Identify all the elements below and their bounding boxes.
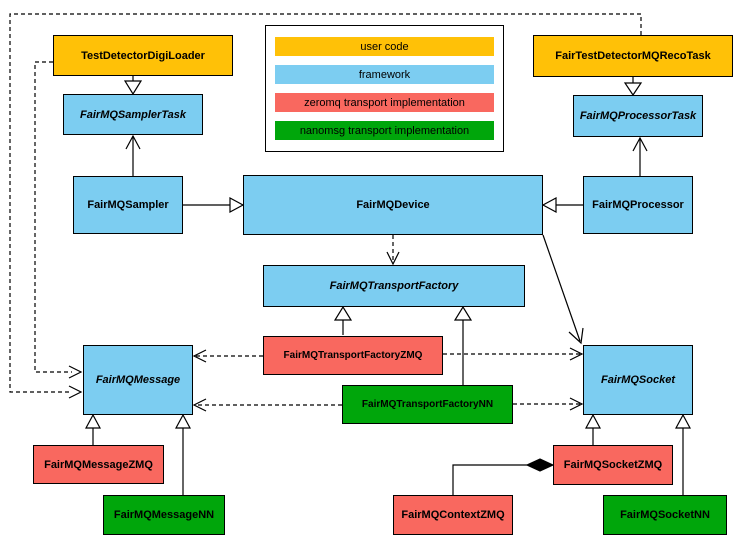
- composition-contextzmq-socketzmq: [453, 459, 553, 495]
- inheritance-tfzmq-transportfactory: [335, 307, 351, 335]
- legend-item-framework: framework: [275, 65, 494, 84]
- inheritance-messagenn-message: [176, 415, 190, 495]
- association-processor-processortask: [633, 138, 647, 176]
- dependency-tfnn-message: [194, 399, 342, 411]
- legend-item-user-code: user code: [275, 37, 494, 56]
- inheritance-digiloader-samplertask: [125, 76, 141, 94]
- class-fairmqprocessortask: FairMQProcessorTask: [573, 95, 703, 137]
- dependency-tfzmq-message: [194, 350, 263, 362]
- dependency-tfzmq-socket: [443, 348, 582, 360]
- inheritance-sampler-device: [183, 198, 243, 212]
- class-fairmqprocessor: FairMQProcessor: [583, 176, 693, 234]
- dependency-device-transportfactory: [387, 235, 399, 264]
- class-fairtestdetectormqrecotask: FairTestDetectorMQRecoTask: [533, 35, 733, 77]
- class-fairmqtransportfactory: FairMQTransportFactory: [263, 265, 525, 307]
- class-fairmqtransportfactoryzmq: FairMQTransportFactoryZMQ: [263, 336, 443, 375]
- inheritance-socketnn-socket: [676, 415, 690, 495]
- class-fairmqmessagenn: FairMQMessageNN: [103, 495, 225, 535]
- class-fairmqcontextzmq: FairMQContextZMQ: [393, 495, 513, 535]
- legend-box: user code framework zeromq transport imp…: [265, 25, 504, 152]
- inheritance-tfnn-transportfactory: [455, 307, 471, 385]
- legend-item-zeromq: zeromq transport implementation: [275, 93, 494, 112]
- class-fairmqmessage: FairMQMessage: [83, 345, 193, 415]
- inheritance-messagezmq-message: [86, 415, 100, 445]
- inheritance-processor-device: [543, 198, 583, 212]
- inheritance-recotask-processortask: [625, 77, 641, 95]
- class-fairmqtransportfactorynn: FairMQTransportFactoryNN: [342, 385, 513, 424]
- dependency-tfnn-socket: [513, 398, 582, 410]
- association-device-socket: [543, 235, 583, 343]
- inheritance-socketzmq-socket: [586, 415, 600, 445]
- class-testdetectordigiloader: TestDetectorDigiLoader: [53, 35, 233, 76]
- association-sampler-samplertask: [126, 136, 140, 176]
- class-fairmqsocketzmq: FairMQSocketZMQ: [553, 445, 673, 485]
- class-fairmqsocketnn: FairMQSocketNN: [603, 495, 727, 535]
- class-fairmqmessagezmq: FairMQMessageZMQ: [33, 445, 164, 484]
- class-fairmqsampler: FairMQSampler: [73, 176, 183, 234]
- class-fairmqsocket: FairMQSocket: [583, 345, 693, 415]
- legend-item-nanomsg: nanomsg transport implementation: [275, 121, 494, 140]
- class-fairmqsamplertask: FairMQSamplerTask: [63, 94, 203, 135]
- class-fairmqdevice: FairMQDevice: [243, 175, 543, 235]
